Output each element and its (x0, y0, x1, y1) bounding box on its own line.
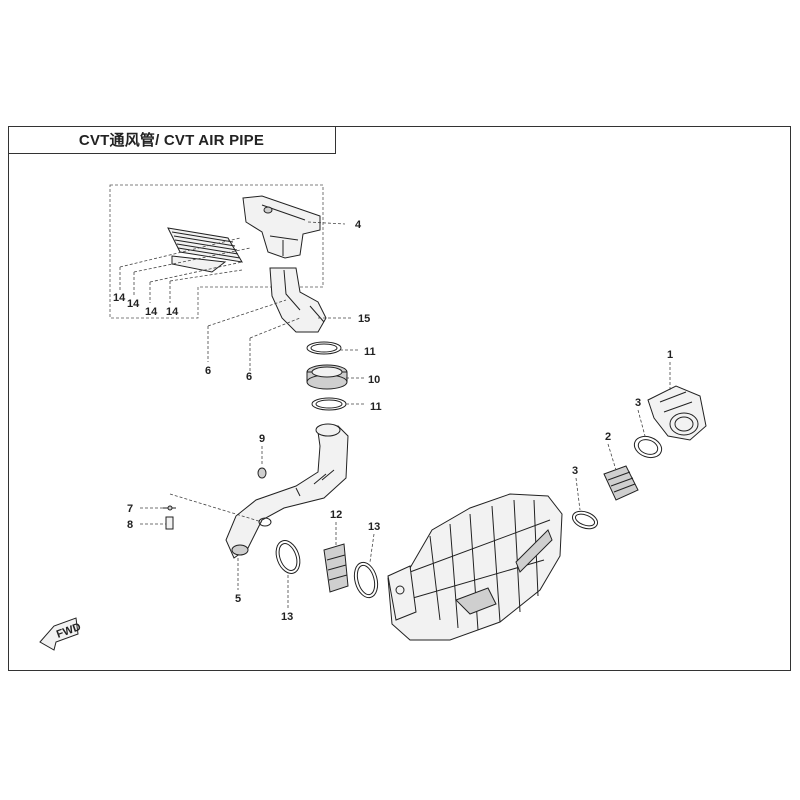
callout-6-right: 6 (246, 371, 252, 383)
callout-12: 12 (330, 509, 342, 521)
callout-4: 4 (355, 219, 362, 231)
part-13-clamp-left (275, 540, 301, 574)
callout-13-left: 13 (281, 611, 293, 623)
fwd-arrow: FWD (39, 617, 83, 651)
part-1-elbow-intake (647, 385, 707, 441)
subassembly-box (109, 184, 324, 319)
part-2-bellows (603, 465, 639, 501)
callout-6-left: 6 (205, 365, 211, 377)
callout-1: 1 (667, 349, 673, 361)
callout-5: 5 (235, 593, 241, 605)
cvt-cover (387, 493, 563, 641)
callout-8: 8 (127, 519, 133, 531)
part-4-vent-grille (167, 227, 243, 273)
part-10-rubber-coupler (306, 364, 348, 390)
callout-14-a: 14 (113, 292, 126, 304)
part-3-clamp-lower (571, 510, 599, 530)
part-9-grommet (257, 467, 267, 479)
part-13-clamp-right (353, 561, 379, 599)
callout-10: 10 (368, 374, 380, 386)
part-4-top-bracket (242, 195, 321, 259)
part-8-pin (165, 516, 174, 530)
callout-14-d: 14 (166, 306, 179, 318)
title-box: CVT通风管/ CVT AIR PIPE (8, 126, 336, 154)
part-7-screw (163, 505, 176, 511)
callout-3-lower: 3 (572, 465, 578, 477)
callout-11-upper: 11 (364, 346, 376, 358)
callout-15: 15 (358, 313, 370, 325)
callout-14-c: 14 (145, 306, 158, 318)
callout-14-b: 14 (127, 298, 140, 310)
part-3-clamp-upper (633, 435, 663, 459)
leader-lines (119, 221, 671, 608)
callout-11-lower: 11 (370, 401, 382, 413)
callout-2: 2 (605, 431, 611, 443)
callout-13-right: 13 (368, 521, 380, 533)
callout-7: 7 (127, 503, 133, 515)
callout-labels: 1 2 3 3 4 5 6 6 7 8 9 10 11 11 12 13 13 … (113, 219, 673, 623)
part-11-clamp-upper (306, 341, 342, 355)
callout-9: 9 (259, 433, 265, 445)
page-title: CVT通风管/ CVT AIR PIPE (78, 132, 265, 149)
diagram-frame (8, 126, 791, 671)
part-5-main-air-pipe (225, 423, 349, 559)
callout-3-upper: 3 (635, 397, 641, 409)
part-15-upper-duct (269, 267, 327, 333)
part-12-rubber-sleeve (323, 543, 349, 593)
